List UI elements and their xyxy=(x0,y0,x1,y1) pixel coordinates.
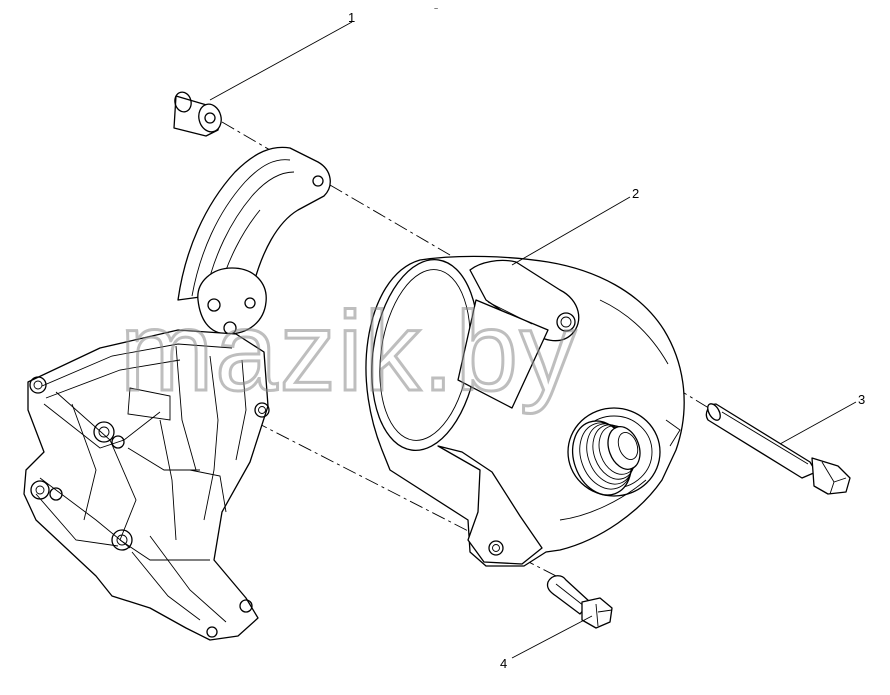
long-bolt-part xyxy=(705,403,851,495)
leader-lines xyxy=(209,21,857,659)
short-bolt-part xyxy=(546,575,613,629)
callout-1: 1 xyxy=(348,10,355,25)
watermark: mazik.by xyxy=(120,289,578,414)
bushing-part xyxy=(173,91,222,137)
callout-3: 3 xyxy=(858,392,865,407)
callout-4: 4 xyxy=(500,656,507,671)
alternator-part xyxy=(365,255,685,567)
callout-2: 2 xyxy=(632,186,639,201)
corner-mark: ~ xyxy=(434,6,438,13)
mounting-bracket xyxy=(23,146,331,641)
